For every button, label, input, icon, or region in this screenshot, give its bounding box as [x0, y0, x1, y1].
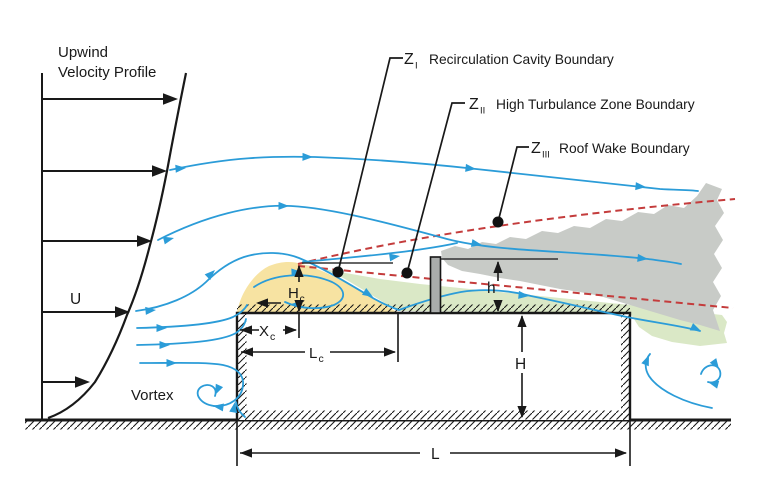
- svg-text:III: III: [542, 150, 550, 161]
- roof-wake-region: [441, 183, 724, 331]
- streamline-low-2: [136, 318, 247, 346]
- streamline-surface: [135, 252, 701, 332]
- u-label: U: [70, 291, 81, 308]
- svg-text:Z: Z: [469, 96, 479, 113]
- svg-text:X: X: [259, 323, 269, 340]
- svg-text:c: c: [319, 353, 324, 365]
- right-wall-hatch: [621, 313, 630, 420]
- dimension-cavity-offset: X c: [240, 323, 297, 343]
- streamline-vortex-feed: [139, 361, 244, 407]
- building-body: [237, 313, 630, 420]
- svg-text:II: II: [480, 106, 485, 117]
- dimension-building-length: L: [236, 421, 631, 466]
- svg-text:h: h: [487, 280, 496, 297]
- svg-text:Z: Z: [531, 140, 541, 157]
- callout-dot: [401, 267, 413, 279]
- svg-text:c: c: [270, 331, 275, 343]
- svg-text:L: L: [431, 446, 440, 463]
- wake-return-curl: [644, 353, 713, 409]
- zone-boundaries: [297, 198, 736, 309]
- stack-pipe: [429, 256, 442, 314]
- svg-text:I: I: [415, 61, 418, 72]
- ground: [25, 418, 731, 430]
- streamlines: [135, 155, 722, 418]
- recirculation-cavity-region: [237, 261, 397, 313]
- callout-roof-wake: Z III Roof Wake Boundary: [492, 140, 690, 228]
- roof-wake-boundary-line: [297, 198, 736, 265]
- cavity-swirl: [253, 274, 345, 309]
- svg-text:High Turbulance Zone Boundary: High Turbulance Zone Boundary: [496, 97, 695, 112]
- vortex-label: Vortex: [131, 387, 174, 404]
- streamline-under-boundary: [302, 242, 458, 263]
- dimensions: H c X c L c h: [236, 261, 631, 466]
- profile-arrows: [43, 98, 165, 383]
- profile-curve: [47, 72, 188, 420]
- upwind-profile-label-line2: Velocity Profile: [58, 64, 156, 81]
- streamline-top: [169, 155, 699, 192]
- svg-text:Recirculation Cavity Boundary: Recirculation Cavity Boundary: [429, 52, 614, 67]
- callout-dot: [492, 216, 504, 228]
- dimension-stack-height: h: [487, 261, 503, 312]
- dimension-building-height: H: [515, 315, 527, 418]
- callout-recirculation-cavity: Z I Recirculation Cavity Boundary: [332, 51, 614, 278]
- left-wall-hatch: [238, 313, 247, 420]
- ground-hatch: [25, 421, 731, 430]
- legend: Z I Recirculation Cavity Boundary Z II H…: [332, 51, 695, 279]
- high-turbulence-boundary-line: [297, 265, 734, 309]
- upwind-profile-label-line1: Upwind: [58, 44, 108, 61]
- svg-text:H: H: [515, 356, 526, 373]
- svg-text:H: H: [288, 285, 299, 302]
- svg-text:Z: Z: [404, 51, 414, 68]
- stack: [429, 256, 558, 314]
- streamline-low-1: [136, 304, 248, 329]
- wall-base-curl: [235, 401, 246, 418]
- callout-high-turbulence: Z II High Turbulance Zone Boundary: [401, 96, 695, 279]
- svg-text:c: c: [300, 293, 305, 305]
- streamline-upper-middle: [157, 204, 682, 265]
- velocity-profile: Upwind Velocity Profile U: [41, 44, 188, 420]
- dimension-cavity-length: L c: [241, 314, 399, 365]
- svg-text:Roof Wake Boundary: Roof Wake Boundary: [559, 141, 690, 156]
- svg-text:L: L: [309, 345, 317, 362]
- vortex-spiral: [196, 384, 217, 407]
- cavity-reverse-flow-arrow: [256, 298, 281, 308]
- floor-hatch: [237, 410, 630, 420]
- callout-dot: [332, 266, 344, 278]
- dimension-cavity-height: H c: [288, 265, 305, 338]
- building: [235, 304, 632, 420]
